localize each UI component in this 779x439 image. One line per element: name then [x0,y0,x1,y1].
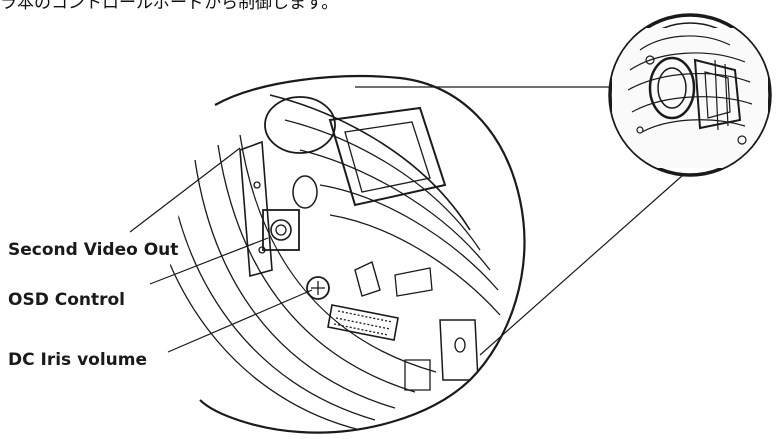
leader-dc-iris-volume [167,289,313,353]
leader-second-video-out [129,147,241,233]
dc-iris-knob [306,276,330,300]
zoom-connector-lines [355,86,684,356]
dome-magnified-section [165,75,526,434]
zoom-connector-bottom [479,174,684,356]
label-osd-control: OSD Control [8,290,125,310]
label-second-video-out: Second Video Out [8,240,179,260]
header-instruction-text: ラ本のコントロールボードから制御します。 [0,0,339,13]
callout-leaders [129,147,313,353]
second-video-out-connector [262,209,300,251]
label-dc-iris-volume: DC Iris volume [8,350,148,370]
connector-strip [327,304,399,341]
leader-osd-control [149,237,269,285]
magnified-outline [199,75,526,434]
dome-outer-ring [608,13,772,177]
dome-overview [608,13,772,177]
